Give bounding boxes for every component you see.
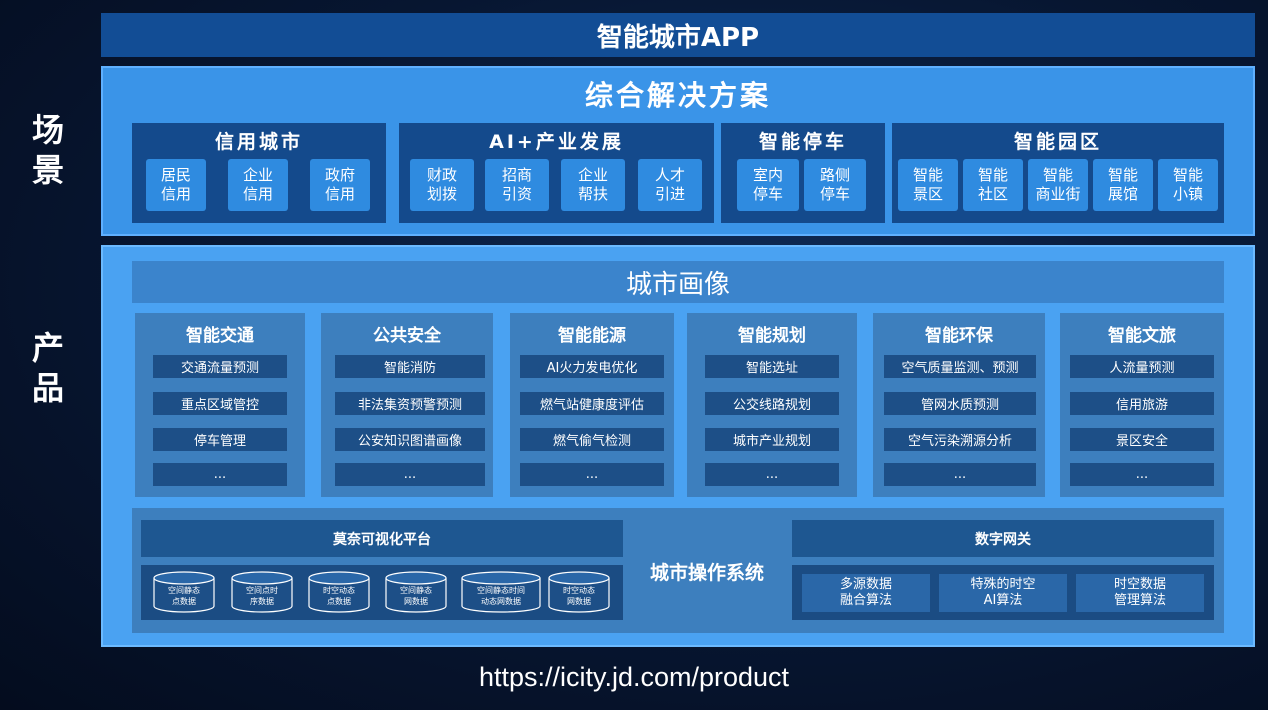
city-os-panel: 莫奈可视化平台 空间静态 点数据 空间点时 序数据 时空动态 点数据 空间静态 … xyxy=(132,508,1224,633)
product-item: 人流量预测 xyxy=(1070,355,1214,378)
product-item: AI火力发电优化 xyxy=(520,355,664,378)
scene-group-title: 信用城市 xyxy=(214,131,303,153)
digital-gateway-title: 数字网关 xyxy=(792,520,1214,557)
product-url: https://icity.jd.com/product xyxy=(478,662,790,692)
database-label: 时空动态 网数据 xyxy=(563,586,595,606)
scene-group-smart-parking: 智能停车 室内 停车 路侧 停车 xyxy=(721,123,885,223)
scene-group-title: 智能停车 xyxy=(758,131,847,153)
scene-item: 智能 小镇 xyxy=(1158,159,1218,211)
database-icon: 空间静态 点数据 xyxy=(153,571,215,613)
scene-item: 人才 引进 xyxy=(638,159,702,211)
scene-panel: 综合解决方案 信用城市 居民 信用 企业 信用 政府 信用 AI+产业发展 财政… xyxy=(101,66,1255,236)
visualization-platform-title: 莫奈可视化平台 xyxy=(141,520,623,557)
gateway-row: 多源数据 融合算法 特殊的时空 AI算法 时空数据 管理算法 xyxy=(792,565,1214,620)
scene-item: 智能 展馆 xyxy=(1093,159,1153,211)
scene-item: 居民 信用 xyxy=(146,159,206,211)
database-label: 空间静态 点数据 xyxy=(168,586,200,606)
product-column-title: 公共安全 xyxy=(373,326,441,346)
scene-group-title: AI+产业发展 xyxy=(489,131,624,153)
product-column-title: 智能交通 xyxy=(186,326,254,346)
database-label: 空间静态 网数据 xyxy=(400,586,432,606)
gateway-item: 多源数据 融合算法 xyxy=(802,574,930,612)
product-item: 智能选址 xyxy=(705,355,839,378)
scene-item: 智能 景区 xyxy=(898,159,958,211)
product-column-title: 智能环保 xyxy=(925,326,993,346)
scene-group-credit-city: 信用城市 居民 信用 企业 信用 政府 信用 xyxy=(132,123,386,223)
product-column-title: 智能文旅 xyxy=(1108,326,1176,346)
product-item: 空气质量监测、预测 xyxy=(884,355,1036,378)
scene-item: 企业 信用 xyxy=(228,159,288,211)
database-icon: 空间静态 网数据 xyxy=(385,571,447,613)
database-row: 空间静态 点数据 空间点时 序数据 时空动态 点数据 空间静态 网数据 空间静态… xyxy=(141,565,623,620)
scene-item: 智能 商业街 xyxy=(1028,159,1088,211)
scene-item: 招商 引资 xyxy=(485,159,549,211)
scene-group-title: 智能园区 xyxy=(1013,131,1102,153)
product-item: 信用旅游 xyxy=(1070,392,1214,415)
database-icon: 时空动态 网数据 xyxy=(548,571,610,613)
product-panel: 城市画像 智能交通 交通流量预测 重点区域管控 停车管理 ... 公共安全 智能… xyxy=(101,245,1255,647)
product-item: ... xyxy=(335,463,485,486)
scene-item: 政府 信用 xyxy=(310,159,370,211)
gateway-item: 特殊的时空 AI算法 xyxy=(939,574,1067,612)
scene-group-ai-industry: AI+产业发展 财政 划拨 招商 引资 企业 帮扶 人才 引进 xyxy=(399,123,714,223)
product-column-public-safety: 公共安全 智能消防 非法集资预警预测 公安知识图谱画像 ... xyxy=(321,313,493,497)
gateway-item: 时空数据 管理算法 xyxy=(1076,574,1204,612)
product-column-smart-traffic: 智能交通 交通流量预测 重点区域管控 停车管理 ... xyxy=(135,313,305,497)
product-item: 停车管理 xyxy=(153,428,287,451)
city-os-label: 城市操作系统 xyxy=(649,562,764,584)
scene-item: 企业 帮扶 xyxy=(561,159,625,211)
product-item: 空气污染溯源分析 xyxy=(884,428,1036,451)
product-item: 公交线路规划 xyxy=(705,392,839,415)
product-item: 非法集资预警预测 xyxy=(335,392,485,415)
product-item: 管网水质预测 xyxy=(884,392,1036,415)
product-column-smart-energy: 智能能源 AI火力发电优化 燃气站健康度评估 燃气偷气检测 ... xyxy=(510,313,674,497)
app-title-bar: 智能城市APP xyxy=(101,13,1255,57)
database-icon: 时空动态 点数据 xyxy=(308,571,370,613)
product-item: ... xyxy=(520,463,664,486)
scene-item: 财政 划拨 xyxy=(410,159,474,211)
product-item: ... xyxy=(1070,463,1214,486)
product-item: 燃气偷气检测 xyxy=(520,428,664,451)
scene-side-label: 场 景 xyxy=(31,111,66,189)
city-portrait-bar: 城市画像 xyxy=(132,261,1224,303)
scene-group-smart-park: 智能园区 智能 景区 智能 社区 智能 商业街 智能 展馆 智能 小镇 xyxy=(892,123,1224,223)
database-icon: 空间静态时间 动态网数据 xyxy=(461,571,541,613)
database-label: 时空动态 点数据 xyxy=(323,586,355,606)
product-column-smart-tourism: 智能文旅 人流量预测 信用旅游 景区安全 ... xyxy=(1060,313,1224,497)
product-column-title: 智能能源 xyxy=(558,326,626,346)
product-item: 城市产业规划 xyxy=(705,428,839,451)
scene-item: 路侧 停车 xyxy=(804,159,866,211)
product-item: 景区安全 xyxy=(1070,428,1214,451)
database-label: 空间点时 序数据 xyxy=(246,586,278,606)
product-column-smart-planning: 智能规划 智能选址 公交线路规划 城市产业规划 ... xyxy=(687,313,857,497)
product-item: 重点区域管控 xyxy=(153,392,287,415)
scene-item: 智能 社区 xyxy=(963,159,1023,211)
product-item: ... xyxy=(705,463,839,486)
database-label: 空间静态时间 动态网数据 xyxy=(477,586,525,606)
product-column-title: 智能规划 xyxy=(738,326,806,346)
scene-title: 综合解决方案 xyxy=(584,79,771,112)
product-item: 燃气站健康度评估 xyxy=(520,392,664,415)
product-item: ... xyxy=(884,463,1036,486)
product-side-label: 产 品 xyxy=(31,329,66,407)
product-item: ... xyxy=(153,463,287,486)
product-column-smart-environment: 智能环保 空气质量监测、预测 管网水质预测 空气污染溯源分析 ... xyxy=(873,313,1045,497)
product-item: 公安知识图谱画像 xyxy=(335,428,485,451)
product-item: 交通流量预测 xyxy=(153,355,287,378)
scene-item: 室内 停车 xyxy=(737,159,799,211)
product-item: 智能消防 xyxy=(335,355,485,378)
database-icon: 空间点时 序数据 xyxy=(231,571,293,613)
